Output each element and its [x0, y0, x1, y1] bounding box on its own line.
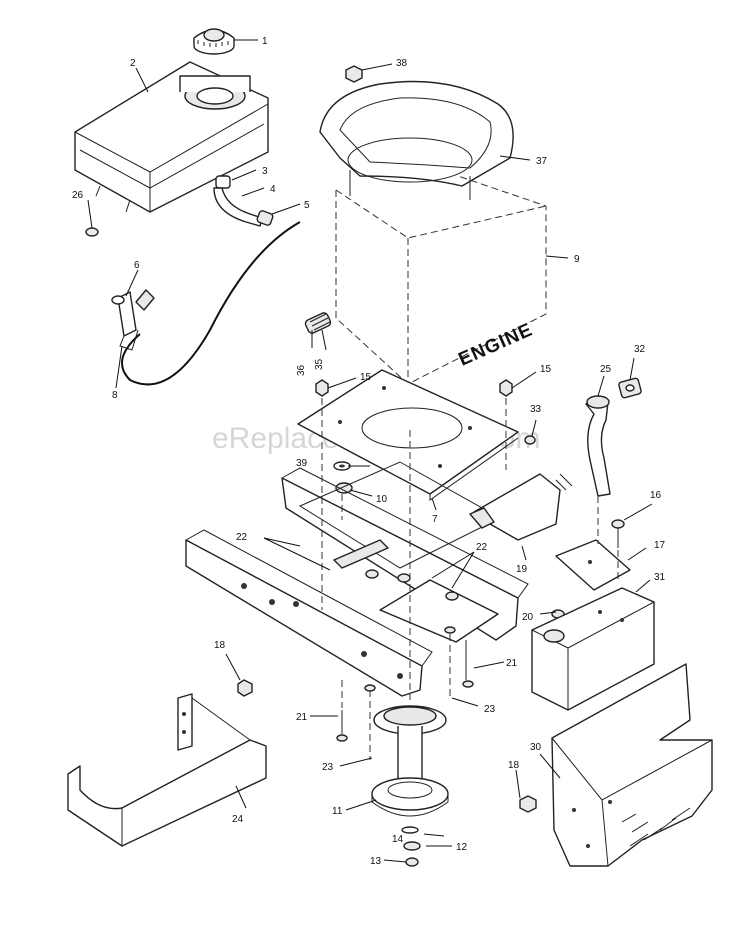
nut-38-part [345, 65, 363, 83]
callout-30: 30 [530, 742, 542, 753]
callout-2: 2 [130, 58, 136, 69]
guard-24-part [67, 693, 267, 847]
callout-12: 12 [456, 842, 468, 853]
callout-22-right: 22 [476, 542, 488, 553]
engine-label: ENGINE [455, 319, 536, 370]
assembly-lines [321, 398, 619, 760]
callout-39: 39 [296, 458, 308, 469]
callout-21-left: 21 [296, 712, 308, 723]
callout-8: 8 [112, 390, 118, 401]
muffler-bracket-part [555, 539, 631, 591]
nut-15-right-part [499, 379, 513, 397]
bolt-21-right-part [462, 640, 474, 688]
callout-9: 9 [574, 254, 580, 265]
washer-14-part [401, 826, 419, 834]
callout-33: 33 [530, 404, 542, 415]
nut-15-left-part [315, 379, 329, 397]
washer-39-part [333, 461, 351, 471]
callout-35: 35 [314, 358, 325, 370]
callout-26: 26 [72, 190, 84, 201]
nut-10-part [335, 482, 353, 494]
engine-phantom: ENGINE [335, 175, 547, 385]
spark-plug-boot-part [304, 312, 332, 334]
engine-mounting-plate-part [297, 369, 519, 501]
callout-14: 14 [392, 834, 404, 845]
bolt-18-right-part [519, 795, 537, 813]
frame-part [185, 461, 529, 697]
bolt-16-part [611, 519, 625, 548]
callout-6: 6 [134, 260, 140, 271]
callout-15-right: 15 [540, 364, 552, 375]
callout-20: 20 [522, 612, 534, 623]
fuel-line-part [213, 175, 274, 227]
bolt-13-part [405, 857, 419, 867]
fuel-tank-part [74, 61, 269, 213]
callout-3: 3 [262, 166, 268, 177]
muffler-guard-part [551, 663, 713, 867]
callout-22-left: 22 [236, 532, 248, 543]
callout-18-right: 18 [508, 760, 520, 771]
callout-32: 32 [634, 344, 646, 355]
callout-23-right: 23 [484, 704, 496, 715]
callout-37: 37 [536, 156, 548, 167]
callout-21-right: 21 [506, 658, 518, 669]
callout-36: 36 [296, 364, 307, 376]
throttle-control-part [111, 221, 301, 386]
callout-24: 24 [232, 814, 244, 825]
callout-labels: 1 2 3 4 5 26 6 8 9 37 38 15 15 36 35 39 … [72, 36, 666, 867]
callout-1: 1 [262, 36, 268, 47]
callout-5: 5 [304, 200, 310, 211]
muffler-part [531, 587, 655, 711]
callout-23-left: 23 [322, 762, 334, 773]
bolt-21-left-part [336, 710, 348, 742]
callout-7: 7 [432, 514, 438, 525]
bracket-19-part [469, 473, 573, 541]
gasket-32-part [618, 377, 642, 399]
fuel-cap-part [193, 28, 235, 55]
callout-10: 10 [376, 494, 388, 505]
callout-31: 31 [654, 572, 666, 583]
bolt-23-right-part [444, 626, 456, 634]
engine-shroud-part [319, 80, 514, 200]
bolt-33-part [524, 435, 536, 445]
callout-38: 38 [396, 58, 408, 69]
callout-4: 4 [270, 184, 276, 195]
callout-15-left: 15 [360, 372, 372, 383]
callout-19: 19 [516, 564, 528, 575]
callout-18-left: 18 [214, 640, 226, 651]
callout-16: 16 [650, 490, 662, 501]
screw-26-part [85, 227, 99, 237]
exhaust-pipe-part [585, 395, 611, 497]
callout-25: 25 [600, 364, 612, 375]
callout-11: 11 [332, 806, 343, 817]
pulley-part [371, 705, 449, 817]
callout-13: 13 [370, 856, 382, 867]
leader-lines [87, 39, 653, 863]
bolt-18-left-part [237, 679, 253, 697]
nut-12-part [403, 841, 421, 851]
callout-17: 17 [654, 540, 666, 551]
